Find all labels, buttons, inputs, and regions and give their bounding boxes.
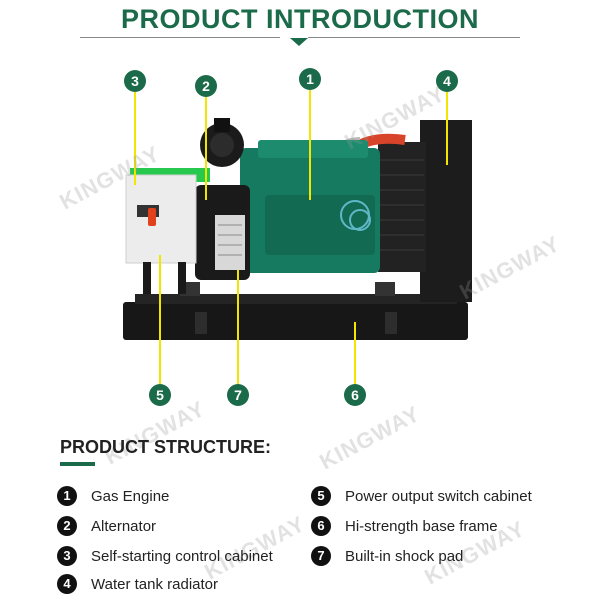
item-number: 3: [57, 546, 77, 566]
base-frame-top-rail: [135, 294, 457, 304]
item-number: 1: [57, 486, 77, 506]
radiator-grille: [380, 159, 424, 251]
structure-item: 4 Water tank radiator: [57, 573, 218, 595]
radiator-shroud: [378, 142, 426, 272]
engine-lower-block: [265, 195, 375, 255]
callout-5: 5: [149, 384, 171, 406]
structure-item: 7 Built-in shock pad: [311, 545, 463, 567]
alternator-vent-panel: [215, 215, 245, 270]
item-number: 5: [311, 486, 331, 506]
callout-3: 3: [124, 70, 146, 92]
air-filter-cap: [210, 133, 234, 157]
item-label: Built-in shock pad: [345, 547, 464, 565]
engine-wiring: [349, 209, 371, 231]
generator-photo: [123, 90, 472, 385]
item-label: Water tank radiator: [91, 575, 218, 593]
cabinet-switch-handle: [148, 208, 156, 226]
engine-valve-cover: [258, 140, 368, 158]
item-number: 6: [311, 516, 331, 536]
item-label: Power output switch cabinet: [345, 487, 532, 505]
title-divider-left: [80, 37, 280, 38]
item-label: Self-starting control cabinet: [91, 547, 273, 565]
structure-item: 3 Self-starting control cabinet: [57, 545, 273, 567]
base-frame: [123, 302, 468, 340]
callout-6: 6: [344, 384, 366, 406]
control-cabinet: [125, 174, 197, 264]
item-label: Gas Engine: [91, 487, 170, 505]
callout-7: 7: [227, 384, 249, 406]
callout-4: 4: [436, 70, 458, 92]
item-label: Alternator: [91, 517, 157, 535]
structure-item: 6 Hi-strength base frame: [311, 515, 498, 537]
item-number: 2: [57, 516, 77, 536]
shock-pad: [375, 282, 395, 296]
cabinet-leg: [178, 262, 186, 294]
page-title: PRODUCT INTRODUCTION: [121, 4, 479, 34]
frame-bracket: [195, 312, 207, 334]
structure-item: 2 Alternator: [57, 515, 156, 537]
cabinet-leg: [143, 262, 151, 294]
callout-leader-lines: [134, 90, 448, 385]
structure-item: 1 Gas Engine: [57, 485, 169, 507]
callout-2: 2: [195, 75, 217, 97]
air-filter-inlet: [214, 118, 230, 132]
structure-item: 5 Power output switch cabinet: [311, 485, 532, 507]
item-label: Hi-strength base frame: [345, 517, 498, 535]
item-number: 4: [57, 574, 77, 594]
callout-1: 1: [299, 68, 321, 90]
title-caret: [290, 38, 308, 46]
title-divider-right: [308, 37, 520, 38]
item-number: 7: [311, 546, 331, 566]
structure-title-underline: [60, 462, 95, 466]
frame-bracket: [385, 312, 397, 334]
structure-title: PRODUCT STRUCTURE:: [60, 437, 271, 457]
alternator-vent-slots: [218, 224, 242, 256]
